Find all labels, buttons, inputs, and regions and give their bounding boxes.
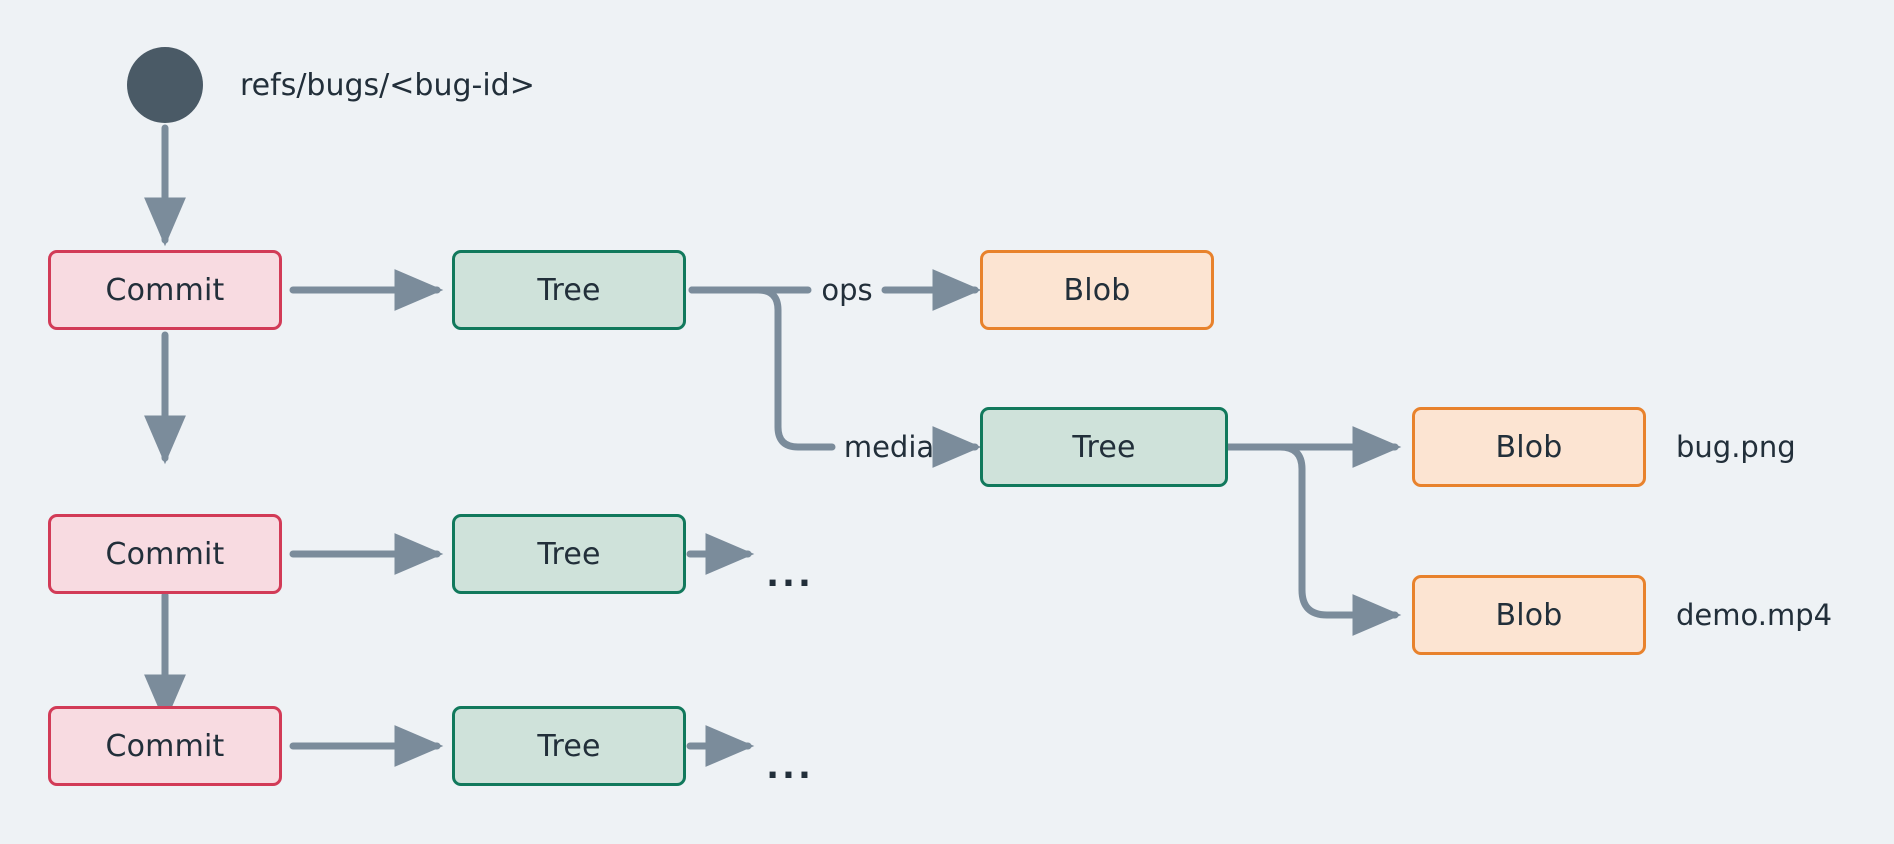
node-blob-ops[interactable]: Blob (980, 250, 1214, 330)
edge-tree1-to-media (688, 286, 836, 451)
node-blob-bug-png[interactable]: Blob (1412, 407, 1646, 487)
ellipsis-tree-3-more: ... (766, 747, 814, 787)
node-tree-2[interactable]: Tree (452, 514, 686, 594)
node-commit-2[interactable]: Commit (48, 514, 282, 594)
node-blob-demo-mp4[interactable]: Blob (1412, 575, 1646, 655)
edge-label-media: media (843, 430, 935, 464)
node-commit-3[interactable]: Commit (48, 706, 282, 786)
ellipsis-tree-2-more: ... (766, 555, 814, 595)
file-label-bug-png: bug.png (1676, 430, 1796, 464)
file-label-demo-mp4: demo.mp4 (1676, 598, 1833, 632)
node-tree-media[interactable]: Tree (980, 407, 1228, 487)
node-commit-1[interactable]: Commit (48, 250, 282, 330)
node-tree-3[interactable]: Tree (452, 706, 686, 786)
edge-label-ops: ops (821, 273, 873, 307)
node-tree-1[interactable]: Tree (452, 250, 686, 330)
edge-treemedia-to-blob-demomp4 (1224, 443, 1402, 636)
ref-root-node (127, 47, 203, 123)
ref-branch-label: refs/bugs/<bug-id> (240, 67, 535, 103)
